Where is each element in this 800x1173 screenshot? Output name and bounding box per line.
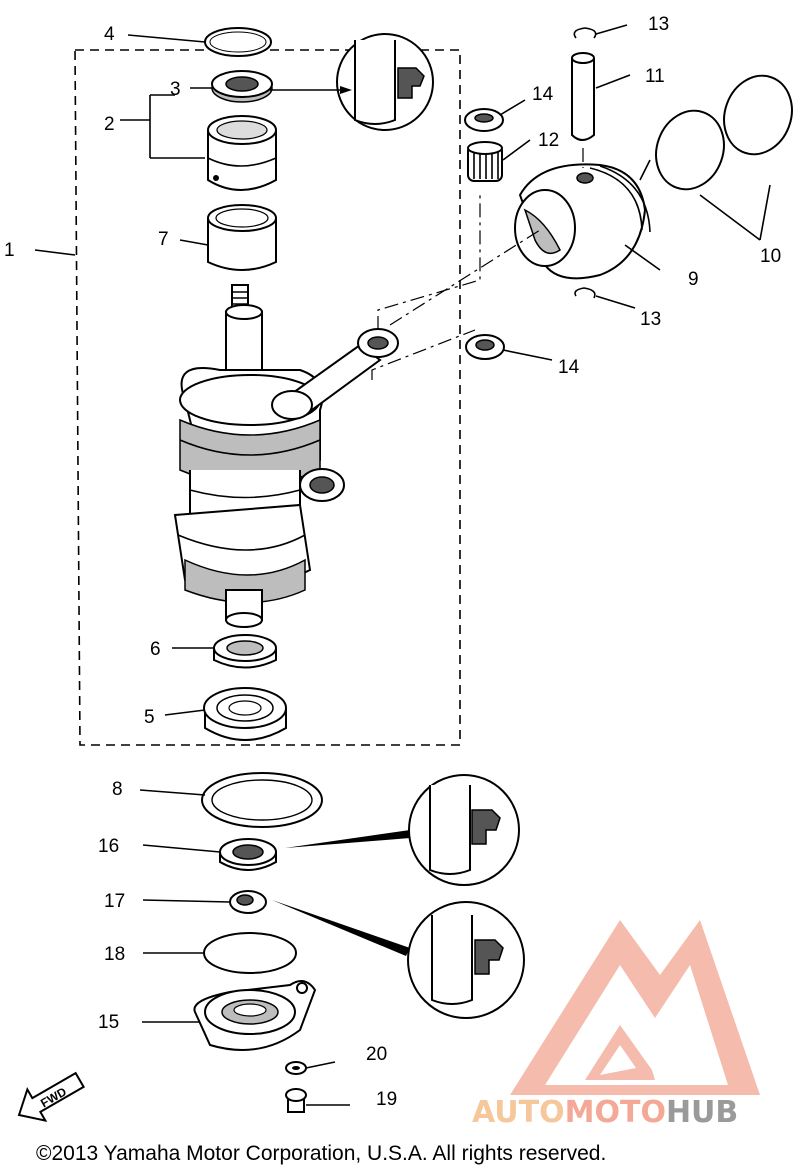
watermark-auto: AUTO — [472, 1095, 565, 1130]
part-17-seal — [229, 890, 267, 914]
callout-5: 5 — [144, 707, 155, 728]
detail-seal-16 — [285, 774, 520, 886]
part-18-o-ring — [203, 932, 297, 974]
callout-18: 18 — [104, 944, 125, 965]
part-14-washer-top — [464, 108, 504, 132]
assembly-lines — [371, 148, 584, 380]
fwd-arrow-icon: FWD — [17, 1071, 86, 1123]
detail-seal-top — [270, 33, 434, 131]
crankshaft — [173, 284, 399, 628]
callout-16: 16 — [98, 836, 119, 857]
part-10-piston-rings — [655, 74, 793, 191]
part-2-housing — [207, 115, 277, 191]
callout-labels: 1 2 3 4 5 6 7 8 9 10 11 12 13 13 14 14 1… — [4, 14, 781, 1110]
callout-20: 20 — [366, 1044, 387, 1065]
part-6-bearing — [213, 634, 277, 669]
callout-12: 12 — [538, 130, 559, 151]
callout-10: 10 — [760, 246, 781, 267]
callout-6: 6 — [150, 639, 161, 660]
part-8-gasket — [201, 772, 323, 828]
callout-19: 19 — [376, 1089, 397, 1110]
part-3-oil-seal — [211, 70, 273, 103]
part-13-clip-top — [573, 27, 597, 39]
part-9-piston — [514, 163, 651, 280]
part-14-washer-bottom — [465, 334, 505, 360]
callout-4: 4 — [104, 24, 115, 45]
callout-3: 3 — [170, 79, 181, 100]
part-20-washer — [285, 1061, 307, 1075]
part-12-needle-bearing — [467, 141, 503, 182]
callout-14-bottom: 14 — [558, 357, 580, 378]
callout-13-bottom: 13 — [640, 309, 661, 330]
part-19-bolt — [285, 1088, 307, 1113]
part-7-sleeve — [207, 204, 277, 271]
part-13-clip-bottom — [574, 287, 596, 299]
callout-13-top: 13 — [648, 14, 669, 35]
assembly-boundary — [74, 49, 461, 746]
callout-11: 11 — [645, 66, 665, 87]
callout-8: 8 — [112, 779, 123, 800]
watermark-text: AUTOMOTOHUB — [472, 1095, 738, 1130]
callout-14-top: 14 — [532, 84, 554, 105]
part-11-piston-pin — [571, 52, 595, 141]
callout-15: 15 — [98, 1012, 119, 1033]
watermark-moto: MOTO — [565, 1095, 666, 1130]
part-15-housing — [193, 980, 317, 1051]
callout-1: 1 — [4, 240, 15, 261]
part-16-oil-seal — [219, 838, 277, 871]
copyright-notice: ©2013 Yamaha Motor Corporation, U.S.A. A… — [36, 1142, 606, 1165]
part-5-bearing — [203, 687, 287, 741]
callout-2: 2 — [104, 114, 115, 135]
callout-17: 17 — [104, 891, 125, 912]
detail-seal-17 — [272, 900, 525, 1019]
watermark-logo — [510, 920, 760, 1095]
callout-7: 7 — [158, 229, 169, 250]
watermark-hub: HUB — [666, 1095, 738, 1130]
part-4-o-ring — [204, 27, 272, 57]
svg-text:AUTOMOTOHUB: AUTOMOTOHUB — [472, 1095, 738, 1130]
callout-9: 9 — [688, 269, 699, 290]
leader-lines — [34, 24, 771, 1106]
